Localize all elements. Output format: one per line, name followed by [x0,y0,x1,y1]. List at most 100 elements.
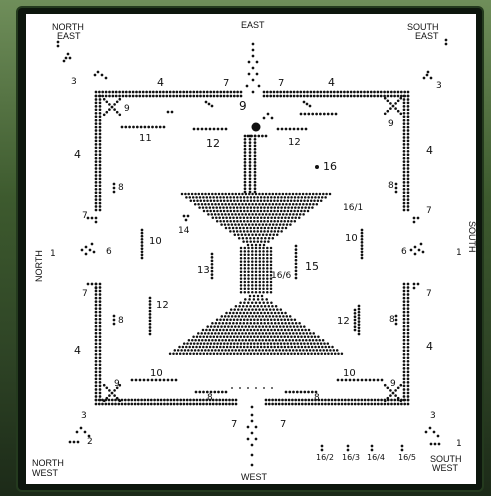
corner-x-top-right [394,102,397,105]
cluster-se-small [445,43,448,46]
border-top-right [263,91,266,94]
row-12-left [213,128,216,131]
hourglass-bottom [248,339,251,342]
row-10-bottom-left [159,379,162,382]
border-left-bottom [99,353,102,356]
hourglass-bottom [194,339,197,342]
hourglass-bottom [228,332,231,335]
hourglass-top [307,200,310,203]
hourglass-bottom [257,305,260,308]
border-top-left [101,95,104,98]
hourglass-neck [262,274,265,277]
hourglass-bottom [285,349,288,352]
border-left-top [99,184,102,187]
border-right-top [403,209,406,212]
hourglass-bottom [213,353,216,356]
hourglass-bottom [242,305,245,308]
hourglass-top [277,220,280,223]
hourglass-bottom [197,349,200,352]
border-left-bottom [95,346,98,349]
hourglass-neck [259,257,262,260]
hourglass-top [218,217,221,220]
west-axis-bottom [247,426,250,429]
hourglass-top [293,210,296,213]
hourglass-top [262,213,265,216]
row-12-left [201,128,204,131]
border-top-right [299,95,302,98]
hourglass-bottom [241,308,244,311]
bar-10-right [361,254,364,257]
border-left-top [95,122,98,125]
hourglass-top [184,193,187,196]
hourglass-bottom [211,339,214,342]
border-right-top [407,171,410,174]
hourglass-top [243,210,246,213]
hourglass-neck [259,247,262,250]
hourglass-top [268,213,271,216]
east-axis-top [252,49,255,52]
hourglass-bottom [258,308,261,311]
row-10-top-right [335,113,338,116]
border-left-top [99,195,102,198]
bar-13 [211,263,214,266]
hourglass-top [249,237,252,240]
hourglass-bottom [304,336,307,339]
border-right-bottom [403,367,406,370]
hourglass-bottom [275,332,278,335]
hourglass-bottom [256,329,259,332]
hourglass-bottom [230,308,233,311]
hourglass-top [268,193,271,196]
border-right-bottom [407,371,410,374]
west-axis-bottom [255,426,258,429]
hourglass-bottom [256,346,259,349]
row-10-bottom-left [131,379,134,382]
border-left-top [99,181,102,184]
hourglass-bottom [205,346,208,349]
row-10-bottom-left [171,379,174,382]
hourglass-bottom [262,315,265,318]
south-cluster-right [418,249,421,252]
border-top-right [346,95,349,98]
border-left-bottom [95,335,98,338]
border-top-left [240,95,243,98]
border-bottom-right [360,403,363,406]
hourglass-top [263,200,266,203]
border-bottom-left [189,399,192,402]
hourglass-top [246,240,249,243]
hourglass-top [318,196,321,199]
central-stem [249,171,252,174]
label-north-west-2: WEST [32,468,59,478]
border-top-right [279,95,282,98]
hourglass-bottom [322,349,325,352]
hourglass-bottom [250,319,253,322]
border-top-right [366,91,369,94]
border-right-top [403,171,406,174]
border-left-bottom [95,332,98,335]
hourglass-neck [251,254,254,256]
hourglass-bottom [253,346,256,349]
hourglass-bottom [240,353,243,356]
hourglass-top [287,210,290,213]
corner-x-bottom-right [387,387,390,390]
hourglass-bottom [251,308,254,311]
hourglass-bottom [277,319,280,322]
border-bottom-right [357,403,360,406]
hourglass-bottom [229,319,232,322]
cluster-8-right [306,103,309,106]
hourglass-bottom [243,342,246,345]
hourglass-bottom [296,325,299,328]
border-top-right [326,95,329,98]
border-left-bottom [95,318,98,321]
hourglass-bottom [233,336,236,339]
hourglass-top [251,234,254,237]
border-right-bottom [407,346,410,349]
border-right-top [403,198,406,201]
hourglass-bottom [294,346,297,349]
north-cluster-left [81,249,84,252]
hourglass-bottom [282,332,285,335]
border-top-right [273,95,276,98]
border-bottom-left [231,399,234,402]
hourglass-top [280,220,283,223]
border-left-bottom [95,314,98,317]
hourglass-bottom [287,336,290,339]
